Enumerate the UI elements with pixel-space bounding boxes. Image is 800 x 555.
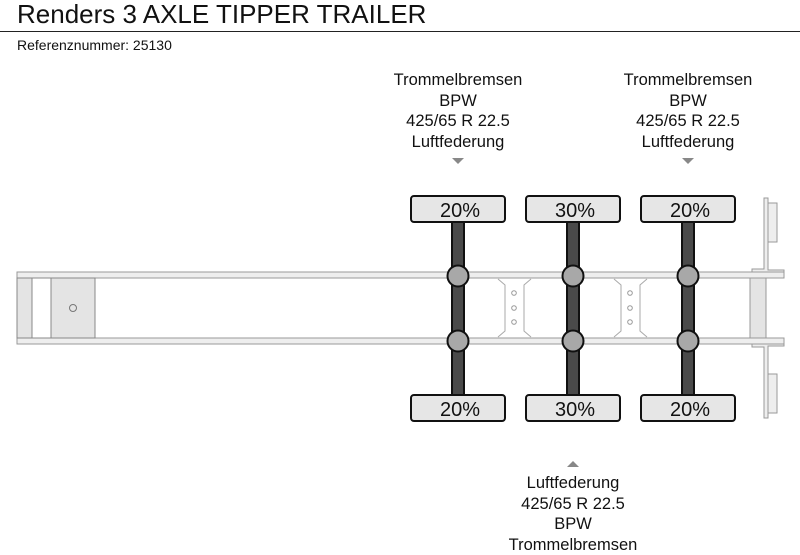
axle-3-top-load: 20% bbox=[670, 200, 710, 222]
chassis-frame bbox=[17, 272, 784, 344]
axle-2 bbox=[526, 196, 620, 421]
marker-down-icon bbox=[682, 158, 694, 164]
axle-1 bbox=[411, 196, 505, 421]
marker-down-icon bbox=[452, 158, 464, 164]
marker-up-icon bbox=[567, 461, 579, 467]
hub-icon bbox=[678, 331, 699, 352]
cross-member bbox=[614, 279, 647, 337]
axle-1-bottom-load: 20% bbox=[440, 399, 480, 421]
axle-2-top-load: 30% bbox=[555, 200, 595, 222]
hub-icon bbox=[563, 266, 584, 287]
kingpin-plate bbox=[51, 278, 95, 338]
hub-icon bbox=[448, 266, 469, 287]
hub-icon bbox=[563, 331, 584, 352]
cross-member bbox=[498, 279, 531, 337]
axle-1-top-load: 20% bbox=[440, 200, 480, 222]
rear-crossmember bbox=[750, 278, 766, 338]
axle-2-bottom-load: 30% bbox=[555, 399, 595, 421]
axle-3 bbox=[641, 196, 735, 421]
axle-3-bottom-load: 20% bbox=[670, 399, 710, 421]
hub-icon bbox=[678, 266, 699, 287]
hub-icon bbox=[448, 331, 469, 352]
